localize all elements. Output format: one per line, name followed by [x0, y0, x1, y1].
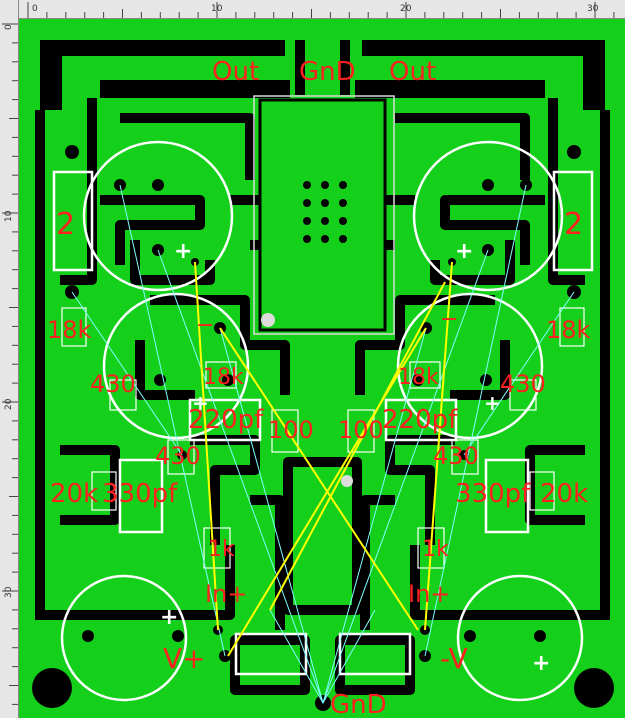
pads — [65, 145, 581, 662]
label-430-low-right: 430 — [433, 442, 479, 470]
ruler-left-0: 0 — [4, 24, 14, 30]
ruler-top-0: 0 — [32, 4, 38, 14]
minus-mid-left: − — [196, 313, 214, 338]
resistors — [61, 307, 585, 569]
label-220pf-left: 220pf — [188, 405, 264, 435]
mount-screw-left — [261, 313, 275, 327]
c220-outline-right — [384, 398, 458, 442]
pad-outline-left — [234, 632, 308, 676]
label-out-right: Out — [389, 57, 436, 87]
label-gnd-bottom: GnD — [330, 690, 387, 718]
label-cap2-right: 2 — [564, 207, 583, 242]
label-cap2-left: 2 — [56, 207, 75, 242]
plus-top-right: + — [455, 239, 473, 264]
label-100-right: 100 — [338, 416, 384, 444]
mounting-hole-left — [32, 668, 72, 708]
ruler-left-20: 20 — [4, 398, 14, 410]
pcb-board[interactable]: Out GnD Out 2 2 18k 18k 430 430 18k 18k … — [19, 19, 625, 718]
label-20k-right: 20k — [540, 479, 588, 509]
mount-screw-chip — [341, 475, 353, 487]
label-330pf-left: 330pf — [102, 479, 178, 509]
c330-outline-left — [118, 458, 164, 534]
plus-mid-left: + — [192, 391, 209, 415]
label-1k-left: 1k — [208, 537, 235, 562]
minus-mid-right: − — [440, 307, 458, 332]
label-vminus: -V — [440, 642, 468, 675]
pad-outline-right — [338, 632, 412, 676]
label-out-left: Out — [212, 57, 259, 87]
c220-outline-left — [188, 398, 262, 442]
cap2-outline-left — [52, 170, 94, 272]
label-20k-left: 20k — [50, 479, 98, 509]
polarity-marks: + + − − + + + + — [160, 239, 550, 676]
label-220pf-right: 220pf — [382, 405, 458, 435]
heatsink-outline — [253, 95, 395, 335]
cap-outline-top-right — [412, 140, 564, 292]
cap2-outline-right — [552, 170, 594, 272]
thermal-vias — [303, 181, 347, 243]
ruler-top-10: 10 — [211, 4, 223, 14]
ratsnest-lines — [71, 184, 575, 705]
label-430-right: 430 — [500, 370, 546, 398]
component-labels: Out GnD Out 2 2 18k 18k 430 430 18k 18k … — [47, 57, 591, 718]
label-inplus-right: In+ — [408, 580, 450, 608]
ruler-top-30: 30 — [587, 4, 599, 14]
label-vplus: V+ — [163, 642, 206, 675]
label-18k-mid-left: 18k — [203, 365, 244, 390]
label-inplus-left: In+ — [205, 580, 247, 608]
c330-outline-right — [484, 458, 530, 534]
plus-bottom-right: + — [532, 651, 550, 676]
jumper-wires — [194, 261, 453, 657]
plus-top-left: + — [174, 239, 192, 264]
label-18k-mid-right: 18k — [398, 365, 439, 390]
cap-outline-mid-right — [396, 292, 544, 440]
cap-outline-bottom-left — [60, 574, 188, 702]
ruler-top-20: 20 — [400, 4, 412, 14]
cap-outline-top-left — [82, 140, 234, 292]
silkscreen — [52, 95, 594, 702]
label-430-left: 430 — [90, 370, 136, 398]
label-430-low-left: 430 — [155, 442, 201, 470]
plus-mid-right: + — [484, 391, 501, 415]
top-ruler: мм 0 10 20 30 — [0, 0, 625, 19]
plus-bottom-left: + — [160, 605, 178, 630]
mounting-hole-right — [574, 668, 614, 708]
cap-outline-bottom-right — [456, 574, 584, 702]
label-1k-right: 1k — [422, 537, 449, 562]
label-18k-left: 18k — [47, 316, 92, 344]
label-100-left: 100 — [268, 416, 314, 444]
ruler-left-10: 10 — [4, 210, 14, 222]
label-330pf-right: 330pf — [455, 479, 531, 509]
label-gnd-top: GnD — [299, 57, 356, 87]
label-18k-right: 18k — [546, 316, 591, 344]
ground-plane-pad — [258, 98, 387, 332]
ruler-left-30: 30 — [4, 586, 14, 598]
left-ruler: 0 10 20 30 — [0, 0, 19, 718]
